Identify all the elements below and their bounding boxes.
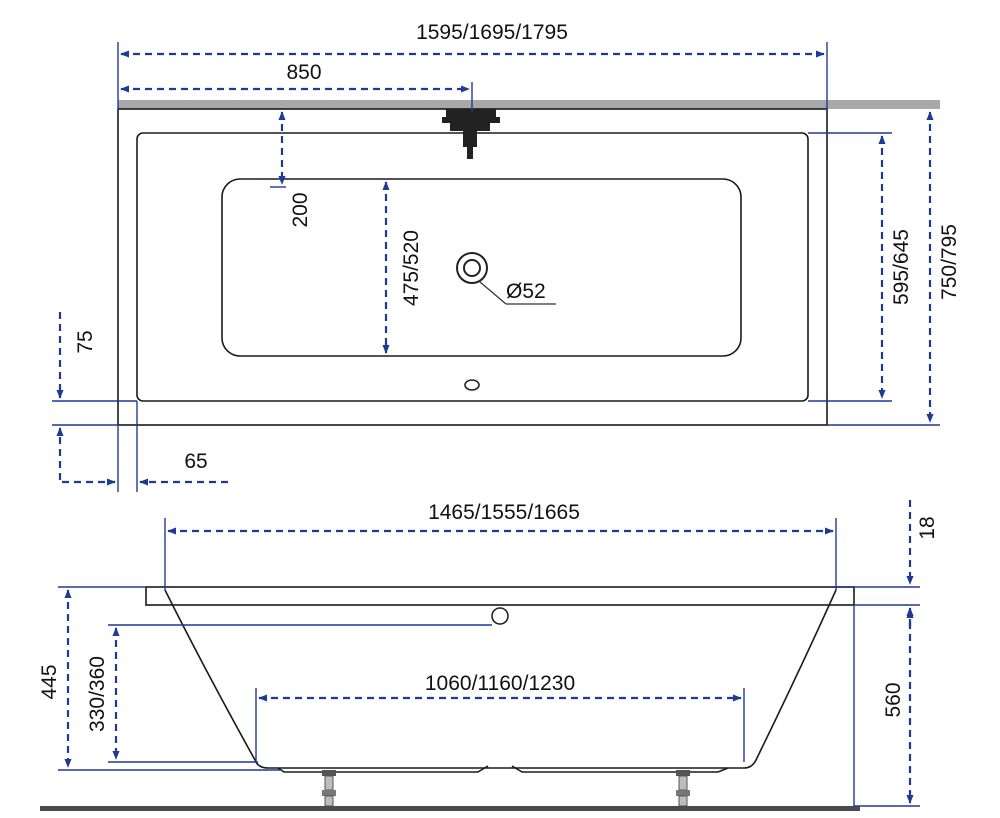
dim-label-rim-side: 75 (74, 330, 97, 353)
drain-hole (464, 379, 480, 391)
tub-base-left (277, 765, 489, 773)
dim-label-drain-depth: 200 (289, 192, 312, 227)
dim-label-rim-end: 65 (184, 450, 207, 473)
dim-label-total-height: 445 (38, 664, 61, 699)
dim-label-overall-length: 1595/1695/1795 (416, 21, 568, 44)
tub-rim-outline (136, 132, 809, 402)
side-view: 1465/1555/1665 1060/1160/1230 18 560 445… (38, 500, 939, 811)
dim-label-top-length: 1465/1555/1665 (428, 501, 580, 524)
dim-label-height-with-legs: 560 (882, 682, 905, 717)
tub-body-side (164, 589, 837, 769)
overflow-ring-inner (463, 259, 481, 277)
dim-label-overall-width: 750/795 (938, 224, 961, 300)
overflow-ring-outer (456, 252, 488, 284)
faucet-fitting-icon (442, 109, 500, 159)
dim-label-inner-width: 475/520 (400, 230, 423, 306)
dim-label-rim-width: 595/645 (890, 229, 913, 305)
dim-label-overflow-diameter: Ø52 (506, 280, 546, 303)
side-overflow-icon (491, 607, 509, 625)
leg-left-icon (322, 770, 336, 807)
dim-label-rim-thickness: 18 (916, 516, 939, 539)
top-view: 1595/1695/1795 850 200 475/520 Ø52 595/6… (52, 21, 961, 492)
overflow-leader (479, 281, 507, 305)
dim-label-bottom-length: 1060/1160/1230 (425, 672, 575, 695)
dim-label-inner-depth: 330/360 (86, 656, 109, 732)
wall-strip (118, 100, 940, 109)
dim-label-drain-offset: 850 (286, 61, 321, 84)
tub-rim-side (145, 586, 855, 606)
floor-line (40, 806, 860, 811)
leg-right-icon (676, 770, 690, 807)
tub-basin-outline (221, 178, 742, 357)
tub-base-right (511, 765, 729, 773)
